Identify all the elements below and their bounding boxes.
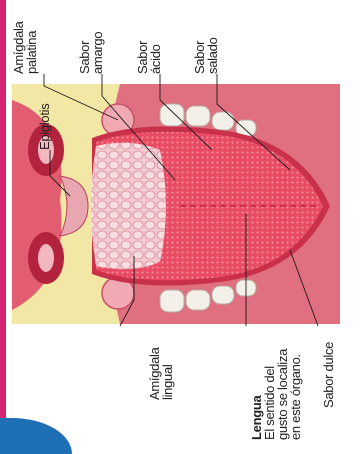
label-sabor-acido-line-2: ácido [149,41,162,74]
label-sabor-dulce-text: Sabor dulce [322,342,335,408]
label-amigdala-lingual-line-2: lingual [161,347,174,400]
label-sabor-amargo-line-2: amargo [91,32,104,74]
label-lengua-desc-3: en este órgano. [289,349,302,440]
label-sabor-acido: Sabor ácido [136,41,162,74]
label-sabor-dulce: Sabor dulce [322,342,335,408]
label-epiglotis: Epiglotis [38,104,51,150]
label-lengua: Lengua El sentido del gusto se localiza … [250,349,302,440]
label-sabor-salado-line-2: salado [206,37,219,74]
label-amigdala-lingual: Amígdala lingual [148,347,174,400]
label-epiglotis-text: Epiglotis [38,104,51,150]
label-sabor-salado: Sabor salado [193,37,219,74]
label-sabor-amargo: Sabor amargo [78,32,104,74]
label-amigdala-palatina-line-2: palatina [25,21,38,74]
label-amigdala-palatina: Amígdala palatina [12,21,38,74]
